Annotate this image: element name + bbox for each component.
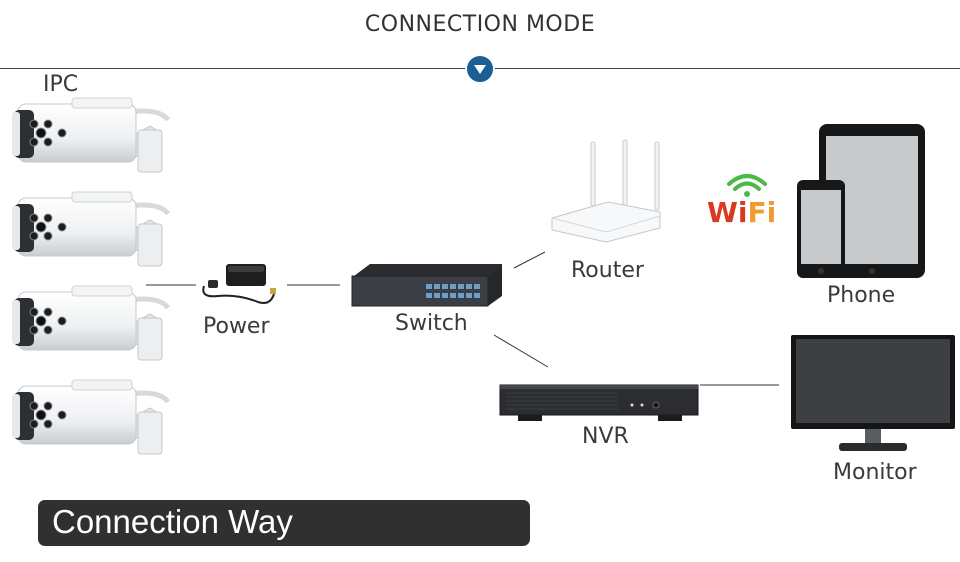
footer-banner (38, 500, 530, 546)
ipc-label: IPC (43, 72, 79, 97)
chevron-down-icon (465, 54, 495, 84)
switch-label: Switch (395, 311, 468, 336)
ipc-cameras (10, 90, 175, 470)
network-switch-icon (351, 264, 502, 307)
wifi-logo: WiFi (707, 196, 776, 229)
power-label: Power (203, 314, 270, 339)
power-adapter-icon (202, 264, 276, 304)
router-icon (551, 139, 661, 243)
nvr-label: NVR (582, 424, 629, 449)
wifi-letter-i1: i (737, 196, 748, 229)
wifi-letter-f: F (747, 196, 767, 229)
tablet-phone-icon (797, 124, 925, 278)
monitor-icon (791, 335, 955, 451)
wire-switch-nvr (493, 334, 549, 368)
wifi-letter-w: W (707, 196, 738, 229)
phone-label: Phone (827, 283, 896, 308)
wifi-letter-i2: i (766, 196, 777, 229)
router-label: Router (571, 258, 644, 283)
wire-switch-router (513, 251, 546, 269)
wifi-signal-icon (727, 174, 767, 197)
monitor-label: Monitor (833, 460, 917, 485)
footer-label: Connection Way (52, 503, 293, 540)
page-title: CONNECTION MODE (364, 12, 596, 37)
nvr-icon (499, 384, 699, 421)
